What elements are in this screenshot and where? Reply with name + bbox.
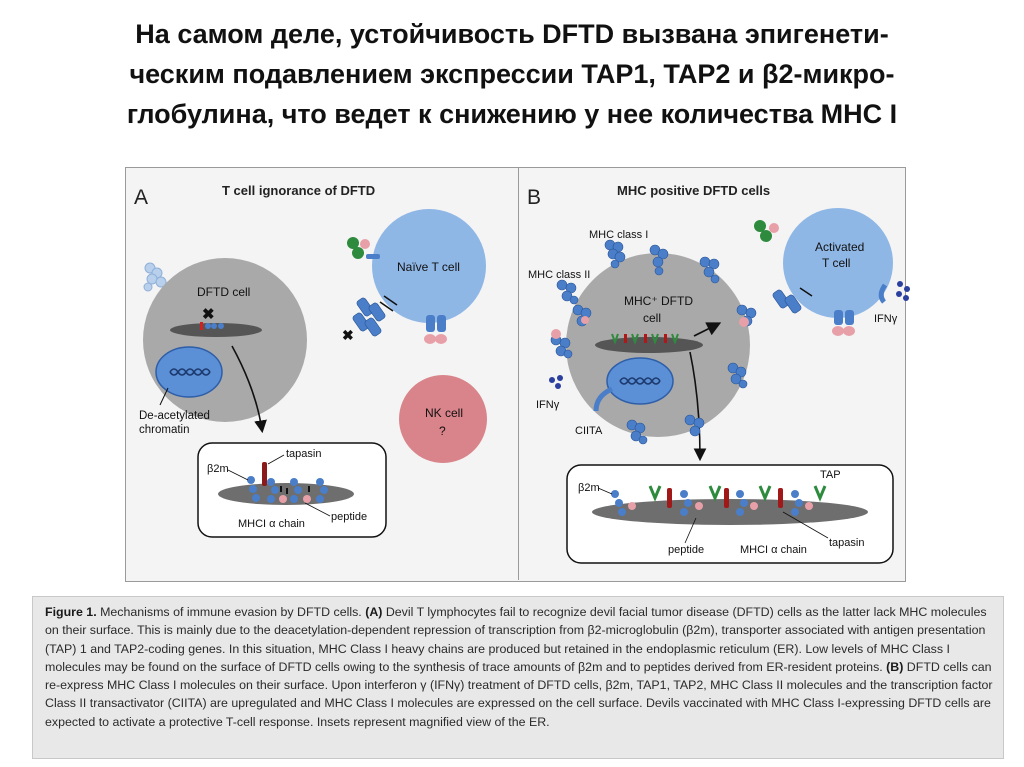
nucleus [155, 346, 223, 398]
ifng-left-label: IFNγ [536, 399, 560, 411]
t-cell-arrow [693, 322, 722, 337]
slide-title-line-2: ческим подавлением экспрессии TAP1, TAP2… [129, 59, 895, 89]
inset-a-b2m: β2m [207, 463, 229, 475]
ifng-left-icon [549, 375, 563, 389]
inset-b-tap: TAP [820, 469, 841, 481]
cd8-receptor-icon [424, 315, 447, 344]
mhc-peptide-icon [347, 237, 380, 259]
tcr-receptor-icon [352, 295, 398, 337]
caption-text-segment: Devil T lymphocytes fail to recognize de… [45, 605, 987, 674]
activated-tcr-icon [772, 287, 813, 314]
inset-b-molecules [611, 485, 827, 516]
caption-bold-segment: (A) [365, 605, 383, 619]
ciita-arrow [593, 386, 614, 412]
activated-t-cell-label-1: Activated [815, 240, 864, 254]
caption-text-segment: DFTD cells can re-express MHC Class I mo… [45, 659, 993, 729]
inset-a-mhc-chain: MHCI α chain [238, 518, 305, 530]
slide-title-line-3: глобулина, что ведет к снижению у нее ко… [126, 99, 898, 129]
chromatin-label-1: De-acetylated [139, 410, 210, 422]
caption-text-segment: Mechanisms of immune evasion by DFTD cel… [96, 605, 366, 619]
ifng-release-arrow [878, 283, 888, 304]
ciita-label: CIITA [575, 425, 603, 437]
panel-divider [518, 168, 519, 580]
dftd-cell [143, 258, 307, 422]
mhc-class-ii-label: MHC class II [528, 269, 590, 281]
peptide-dots-icon [551, 316, 749, 339]
nucleus-b [606, 357, 674, 405]
er-membrane-b [595, 337, 703, 353]
chromatin-label-2: chromatin [139, 424, 190, 436]
inset-b-tapasin: tapasin [829, 537, 864, 549]
ifng-right-icon [896, 281, 910, 301]
inset-a-tapasin: tapasin [286, 448, 321, 460]
er-molecules-b-icon [611, 333, 679, 345]
mhc-dftd-cell-label-2: cell [643, 311, 661, 325]
nk-cell [399, 375, 487, 463]
panel-a-letter: A [134, 186, 148, 209]
chromatin-icon [169, 368, 211, 376]
inset-a-molecules [247, 462, 328, 503]
surface-mhc-icons [550, 239, 757, 445]
ifng-right-label: IFNγ [874, 313, 898, 325]
panel-a-title: T cell ignorance of DFTD [222, 183, 375, 198]
mhc-class-i-label: MHC class I [589, 229, 648, 241]
nk-cell-label: NK cell [425, 406, 463, 420]
floating-molecule-icon [143, 262, 167, 292]
er-membrane [170, 323, 262, 337]
caption-bold-segment: (B) [886, 659, 904, 674]
caption-bold-segment: Figure 1. [45, 605, 97, 619]
activated-t-cell-label-2: T cell [822, 256, 850, 270]
inset-b-mhc-chain: MHCI α chain [740, 544, 807, 556]
activated-t-cell [783, 208, 893, 318]
blocked-x-icon-2: ✖ [342, 327, 354, 343]
panel-b-letter: B [527, 186, 541, 209]
slide-title-line-1: На самом деле, устойчивость DFTD вызвана… [135, 19, 889, 49]
inset-b-b2m: β2m [578, 482, 600, 494]
green-mhc-icon [754, 220, 779, 242]
dna-helix-icon [619, 377, 661, 385]
activated-cd8-icon [832, 310, 855, 336]
naive-t-cell [372, 209, 486, 323]
nk-question: ? [439, 424, 446, 438]
inset-arrow-a [231, 345, 267, 434]
inset-b-peptide: peptide [668, 544, 704, 556]
mhc-dftd-cell-label-1: MHC⁺ DFTD [624, 294, 693, 308]
naive-t-cell-label: Naïve T cell [397, 260, 460, 274]
inset-arrow-b [689, 351, 707, 462]
dftd-cell-label: DFTD cell [197, 285, 250, 299]
slide-title: На самом деле, устойчивость DFTD вызвана… [20, 14, 1004, 134]
figure-caption: Figure 1. Mechanisms of immune evasion b… [45, 603, 993, 731]
er-molecules-icon [200, 322, 224, 330]
inset-a-peptide: peptide [331, 511, 367, 523]
blocked-x-icon: ✖ [202, 306, 215, 323]
panel-b-title: MHC positive DFTD cells [617, 183, 770, 198]
figure-caption-box: Figure 1. Mechanisms of immune evasion b… [32, 596, 1004, 759]
